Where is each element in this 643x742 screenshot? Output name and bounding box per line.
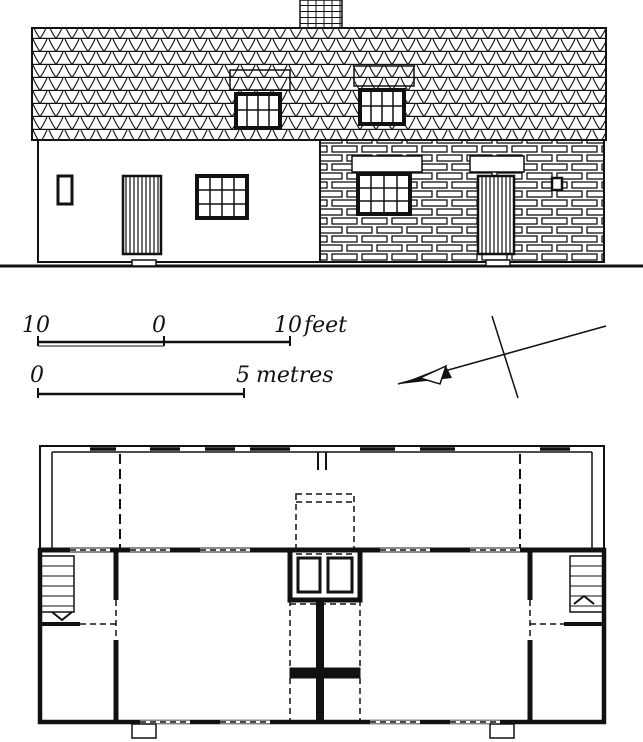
right-door xyxy=(476,174,516,256)
front-elevation xyxy=(0,0,643,268)
svg-text:feet: feet xyxy=(302,313,347,338)
chimney xyxy=(299,0,343,31)
wall-vent xyxy=(550,176,564,192)
left-window xyxy=(195,174,249,220)
tiled-roof xyxy=(31,27,607,141)
left-door xyxy=(121,174,163,256)
svg-text:0: 0 xyxy=(30,363,44,388)
rendered-wall xyxy=(37,139,321,263)
dormer-left xyxy=(229,69,291,130)
dormer-right xyxy=(353,65,415,126)
svg-text:5: 5 xyxy=(236,363,250,388)
scale-bar-metres: 0 5 metres xyxy=(30,363,334,398)
svg-text:10: 10 xyxy=(274,313,302,338)
right-window xyxy=(356,172,412,216)
north-arrow xyxy=(397,315,607,399)
ground-floor-plan xyxy=(37,445,607,739)
scale-bar-feet: 10 0 10 feet xyxy=(22,313,347,347)
svg-text:10: 10 xyxy=(22,313,50,338)
svg-text:metres: metres xyxy=(256,363,334,388)
svg-text:0: 0 xyxy=(152,313,166,338)
small-window xyxy=(56,174,74,206)
